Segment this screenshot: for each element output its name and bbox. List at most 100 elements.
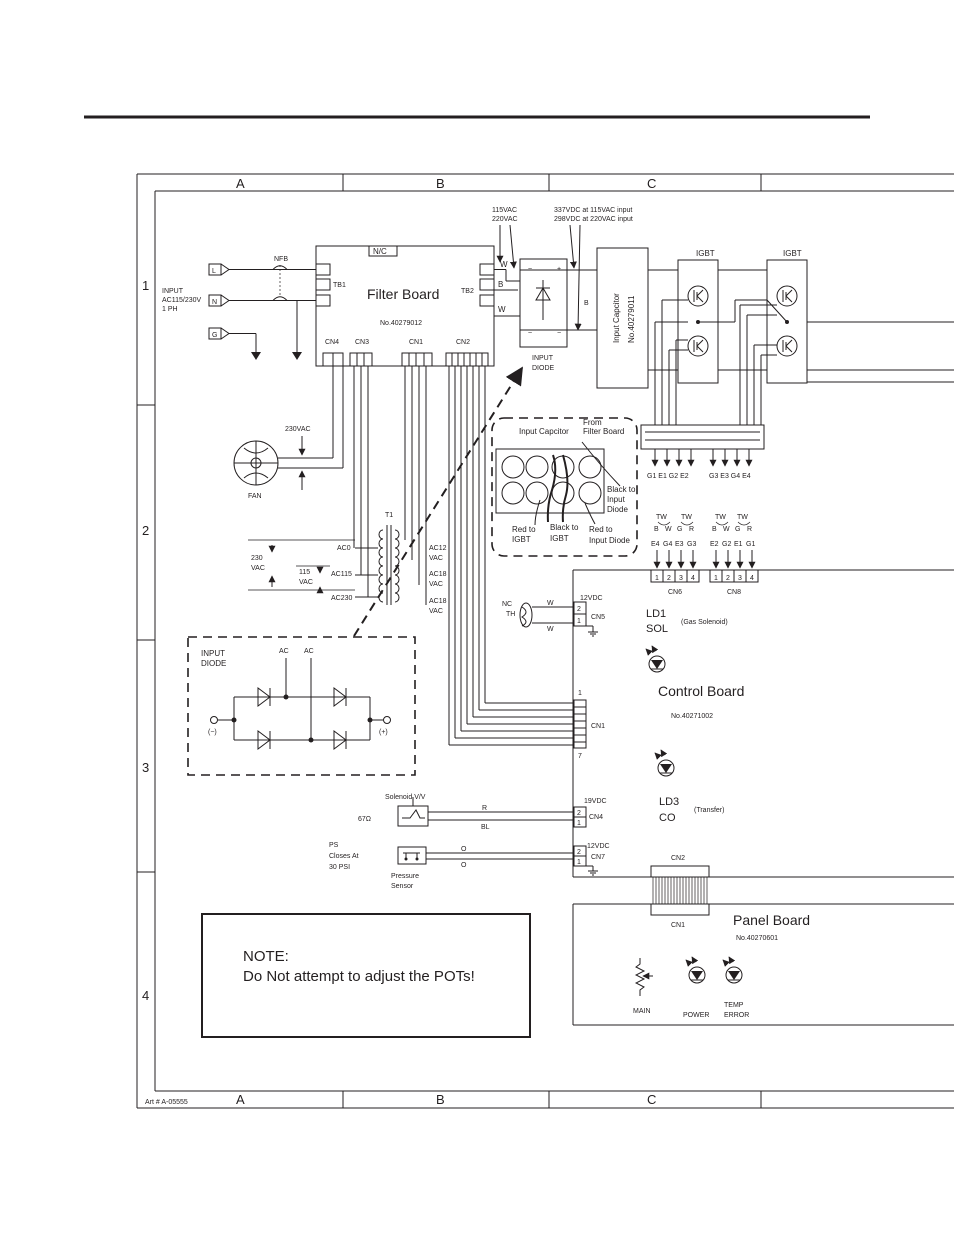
input-capacitor: Input Capcitor No.40279011	[596, 247, 649, 389]
coil-turn	[378, 547, 384, 558]
cn6-pin-4: 4	[691, 575, 695, 582]
solenoid-wire-bl: BL	[481, 824, 490, 831]
igbt-2-label: IGBT	[783, 249, 802, 258]
control-cn1-pin-1: 1	[578, 690, 582, 697]
cn8-pin-1: 1	[714, 575, 718, 582]
coil-turn	[378, 574, 384, 585]
coil-turn	[394, 538, 400, 549]
thermistor: NC TH W W 2 1 12VDC CN5	[502, 595, 605, 637]
fan-voltage: 230VAC	[285, 426, 311, 433]
cap-detail-bi-2: IGBT	[550, 534, 569, 543]
grid-col-b-bottom: B	[436, 1092, 445, 1107]
ps-label-2: Closes At	[329, 853, 359, 860]
pressure-sensor: PS Closes At 30 PSI Pressure Sensor O O …	[329, 842, 610, 890]
panel-main: MAIN	[633, 1008, 651, 1015]
gate-labels-2: G3 E3 G4 E4	[709, 473, 751, 480]
panel-board-part: No.40270601	[736, 935, 778, 942]
svg-text:~: ~	[528, 266, 532, 273]
t1-ac12-1: AC12	[429, 545, 447, 552]
cap-detail-bd-2: Input	[607, 495, 626, 504]
terminal-g: G	[212, 332, 217, 339]
dc-bus-115: 337VDC at 115VAC input	[554, 207, 632, 214]
note-line-1: NOTE:	[243, 948, 289, 965]
tw-2-color-w: W	[723, 526, 730, 533]
diode-detail-plus: (+)	[379, 729, 388, 736]
t1-ac18b-1: AC18	[429, 598, 447, 605]
coil-turn	[394, 556, 400, 567]
note-box: NOTE: Do Not attempt to adjust the POTs!	[201, 913, 531, 1038]
tw-1-color-b: B	[654, 526, 659, 533]
coil-turn	[394, 547, 400, 558]
tw-2-color-r: R	[747, 526, 752, 533]
cap-label-2: No.40279011	[627, 295, 636, 343]
igbt-1-label: IGBT	[696, 249, 715, 258]
capacitor-can	[501, 481, 525, 505]
grid-labels: A B C A B C 1 2 3 4 Art # A-05555	[142, 176, 656, 1107]
dc-bus-220: 298VDC at 220VAC input	[554, 216, 633, 223]
control-board-part: No.40271002	[671, 713, 713, 720]
pressure-sensor-1: Pressure	[391, 873, 419, 880]
grid-row-3: 3	[142, 760, 149, 775]
tw-1-color-w: W	[665, 526, 672, 533]
panel-cn1-label: CN1	[671, 922, 685, 929]
solenoid-wire-r: R	[482, 805, 487, 812]
filter-tb1: TB1	[333, 282, 346, 289]
cn7-label: CN7	[591, 854, 605, 861]
tw-1-color-r: R	[689, 526, 694, 533]
terminal-n: N	[212, 299, 217, 306]
capacitor-can	[525, 481, 549, 505]
t1-115-1: 115	[299, 569, 310, 576]
cn6-pin-3: 3	[679, 575, 683, 582]
tw-2-color-b: B	[712, 526, 717, 533]
cap-detail-ri-1: Red to	[512, 525, 536, 534]
tb2-wire-w1: W	[500, 260, 508, 269]
panel-power: POWER	[683, 1012, 709, 1019]
nfb-label: NFB	[274, 256, 288, 263]
diode-detail-minus: (−)	[208, 729, 217, 736]
capacitor-detail: Input Capcitor From Filter Board Black t…	[491, 417, 638, 557]
filter-cn1: CN1	[409, 339, 423, 346]
grid-col-c-bottom: C	[647, 1092, 656, 1107]
coil-turn	[394, 592, 400, 603]
cn8-pin-2: 2	[726, 575, 730, 582]
ld3-label-2: CO	[659, 812, 676, 824]
tw-1-sig-e4: E4	[651, 541, 660, 548]
t1-230-2: VAC	[251, 565, 265, 572]
solenoid-ohms: 67Ω	[358, 816, 371, 823]
grid-row-4: 4	[142, 988, 149, 1003]
filter-cn4: CN4	[325, 339, 339, 346]
coil-turn	[378, 538, 384, 549]
solenoid-label: Solenoid V/V	[385, 794, 426, 801]
filter-board-part: No.40279012	[380, 320, 422, 327]
grid-row-2: 2	[142, 523, 149, 538]
ps-wire-1: O	[461, 846, 467, 853]
panel-temp-2: ERROR	[724, 1012, 749, 1019]
t1-ac0: AC0	[337, 545, 351, 552]
cn6-label: CN6	[668, 589, 682, 596]
cn4-pin-2: 2	[577, 810, 581, 817]
cn2-harness	[448, 366, 574, 746]
cap-detail-rd-2: Input Diode	[589, 536, 630, 545]
drawing-frame	[136, 173, 954, 1109]
supply-115vac: 115VAC	[492, 207, 517, 214]
svg-text:~: ~	[528, 330, 532, 337]
input-label-1: INPUT	[162, 288, 184, 295]
tw-1-sig-g4: G4	[663, 541, 672, 548]
pressure-sensor-2: Sensor	[391, 883, 414, 890]
ld1-label-1: LD1	[646, 608, 666, 620]
art-number: Art # A-05555	[145, 1099, 188, 1106]
diode-detail-ac-1: AC	[279, 648, 289, 655]
tw-2-sig-e1: E1	[734, 541, 743, 548]
t1-label: T1	[385, 512, 393, 519]
coil-turn	[378, 556, 384, 567]
cn5-pin-2: 2	[577, 606, 581, 613]
tw-1-sig-g3: G3	[687, 541, 696, 548]
cn6-pin-2: 2	[667, 575, 671, 582]
grid-row-1: 1	[142, 278, 149, 293]
th-wire-1: W	[547, 600, 554, 607]
diode-label-1: INPUT	[532, 355, 554, 362]
control-cn2-label: CN2	[671, 855, 685, 862]
cap-detail-rd-1: Red to	[589, 525, 613, 534]
cn5-label: CN5	[591, 614, 605, 621]
ld1-note: (Gas Solenoid)	[681, 619, 728, 626]
